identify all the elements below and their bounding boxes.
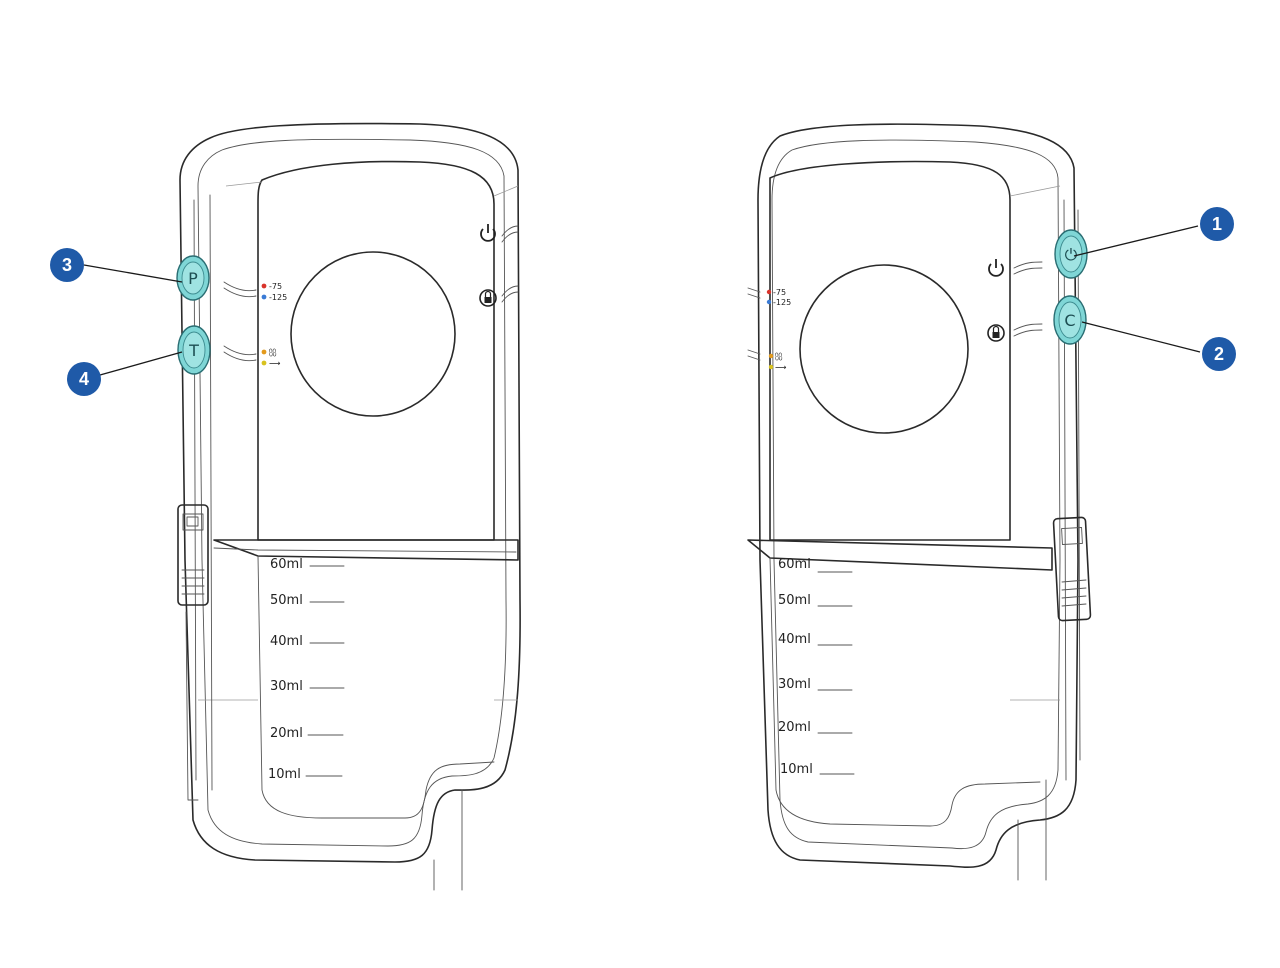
right-device-shell bbox=[757, 123, 1079, 868]
power-button[interactable]: ⏻ bbox=[1054, 229, 1088, 279]
left-display bbox=[290, 251, 456, 417]
scale-label: 50ml bbox=[270, 593, 303, 608]
callout-1-label: 1 bbox=[1212, 214, 1222, 234]
indicator-label: -75 bbox=[269, 282, 282, 291]
callout-1: 1 bbox=[1073, 207, 1234, 257]
led-yellow bbox=[768, 364, 774, 370]
indicator-label: -125 bbox=[773, 298, 791, 307]
scale-label: 20ml bbox=[778, 720, 811, 735]
scale-label: 10ml bbox=[268, 767, 301, 782]
left-clip bbox=[177, 504, 209, 606]
indicator-label: ⟶ bbox=[269, 359, 281, 368]
callout-4: 4 bbox=[67, 351, 183, 396]
scale-label: 50ml bbox=[778, 593, 811, 608]
right-indicator-top: -75 -125 bbox=[766, 288, 791, 307]
scale-label: 40ml bbox=[778, 632, 811, 647]
right-device: -75 -125 ⩉⩉ ⟶ ⏻ C 60ml 50ml 40ml bbox=[747, 123, 1092, 881]
c-button-label: C bbox=[1064, 311, 1075, 330]
led-blue bbox=[261, 294, 267, 300]
left-volume-scale: 60ml 50ml 40ml 30ml 20ml 10ml bbox=[268, 557, 345, 782]
right-power-icon bbox=[988, 259, 1004, 277]
indicator-label: ⩉⩉ bbox=[268, 348, 278, 357]
right-canister bbox=[747, 539, 1053, 571]
right-front-panel bbox=[769, 160, 1011, 541]
right-indicator-bottom: ⩉⩉ ⟶ bbox=[768, 352, 787, 372]
scale-label: 30ml bbox=[270, 679, 303, 694]
scale-label: 40ml bbox=[270, 634, 303, 649]
callout-2-label: 2 bbox=[1214, 344, 1224, 364]
indicator-label: -75 bbox=[773, 288, 786, 297]
left-indicator-bottom: ⩉⩉ ⟶ bbox=[261, 348, 281, 368]
callout-2: 2 bbox=[1081, 321, 1236, 371]
power-button-label: ⏻ bbox=[1065, 245, 1078, 264]
callout-3-label: 3 bbox=[62, 255, 72, 275]
led-orange bbox=[768, 353, 774, 359]
left-lock-icon bbox=[479, 289, 497, 307]
p-button-label: P bbox=[188, 269, 198, 288]
indicator-label: ⩉⩉ bbox=[774, 352, 784, 361]
t-button-label: T bbox=[188, 341, 199, 360]
left-canister bbox=[213, 539, 519, 561]
scale-label: 60ml bbox=[270, 557, 303, 572]
callout-3: 3 bbox=[50, 248, 183, 283]
c-button[interactable]: C bbox=[1053, 295, 1087, 345]
led-yellow bbox=[261, 360, 267, 366]
left-device-shell bbox=[179, 122, 521, 863]
p-button[interactable]: P bbox=[176, 255, 210, 301]
right-volume-scale: 60ml 50ml 40ml 30ml 20ml 10ml bbox=[778, 557, 855, 777]
led-orange bbox=[261, 349, 267, 355]
callout-4-label: 4 bbox=[79, 369, 89, 389]
led-red bbox=[261, 283, 267, 289]
left-device: -75 -125 ⩉⩉ ⟶ P T 60ml 50ml 40ml bbox=[176, 122, 521, 891]
right-lock-icon bbox=[987, 324, 1005, 342]
scale-label: 30ml bbox=[778, 677, 811, 692]
t-button[interactable]: T bbox=[177, 325, 211, 375]
scale-label: 60ml bbox=[778, 557, 811, 572]
scale-label: 10ml bbox=[780, 762, 813, 777]
indicator-label: ⟶ bbox=[775, 363, 787, 372]
left-indicator-top: -75 -125 bbox=[261, 282, 287, 302]
right-clip bbox=[1052, 516, 1092, 622]
led-red bbox=[766, 289, 772, 295]
led-blue bbox=[766, 299, 772, 305]
left-front-panel bbox=[257, 160, 495, 541]
left-power-icon bbox=[480, 224, 496, 242]
indicator-label: -125 bbox=[269, 293, 287, 302]
scale-label: 20ml bbox=[270, 726, 303, 741]
right-display bbox=[799, 264, 969, 434]
